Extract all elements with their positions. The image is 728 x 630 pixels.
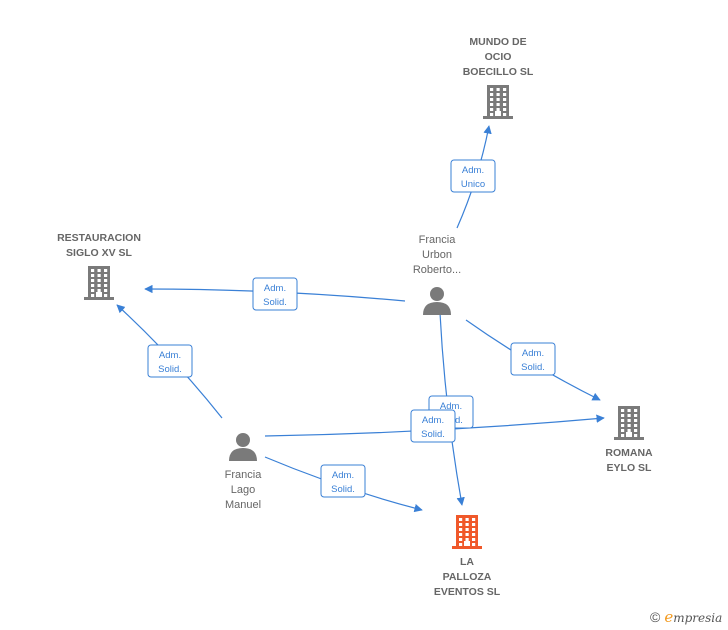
- edge-label-francia_lago-to-lapalloza[interactable]: Adm. Solid.: [320, 464, 366, 498]
- node-label-line: EVENTOS SL: [434, 586, 501, 598]
- edge-label-box: [450, 159, 496, 193]
- edge-label-text: Adm.: [422, 415, 444, 426]
- building-icon: [452, 515, 482, 549]
- edge-label-text: Solid.: [331, 484, 355, 495]
- copyright-symbol: ©: [650, 609, 661, 625]
- node-lapalloza[interactable]: LA PALLOZA EVENTOS SL: [434, 515, 501, 598]
- person-icon: [423, 287, 451, 315]
- building-icon: [614, 406, 644, 440]
- edge-label-text: Adm.: [522, 348, 544, 359]
- building-icon: [84, 266, 114, 300]
- edge-label-text: Adm.: [440, 401, 462, 412]
- brand-initial: e: [664, 608, 674, 626]
- brand-logo[interactable]: empresia: [664, 608, 722, 626]
- edge-label-francia_lago-to-restauracion[interactable]: Adm. Solid.: [147, 344, 193, 378]
- footer-brand: © empresia: [650, 608, 722, 626]
- node-label-line: LA: [460, 556, 474, 568]
- node-label-line: BOECILLO SL: [463, 66, 534, 78]
- node-label-line: ROMANA: [605, 447, 653, 459]
- edge-label-text: Unico: [461, 179, 485, 190]
- node-label-line: Manuel: [225, 499, 261, 511]
- edge-label-francia_urbon-to-restauracion[interactable]: Adm. Solid.: [252, 277, 298, 311]
- node-label-line: OCIO: [485, 51, 512, 63]
- edge-label-box: [510, 342, 556, 376]
- edge-label-text: Solid.: [421, 429, 445, 440]
- node-label-line: Francia: [419, 234, 457, 246]
- node-francia_urbon[interactable]: FranciaUrbonRoberto...: [413, 234, 461, 315]
- node-label-line: SIGLO XV SL: [66, 247, 133, 259]
- edge-label-text: Adm.: [462, 165, 484, 176]
- edge-label-francia_lago-to-romana[interactable]: Adm. Solid.: [410, 409, 456, 443]
- person-icon: [229, 433, 257, 461]
- building-icon: [483, 85, 513, 119]
- edge-labels-layer: Adm.UnicoAdm.Solid.Adm.Solid.Adm.Solid.A…: [147, 159, 556, 498]
- node-label-line: MUNDO DE: [469, 36, 526, 48]
- node-label-line: Lago: [231, 484, 255, 496]
- node-label-line: Roberto...: [413, 264, 461, 276]
- nodes-layer: MUNDO DE OCIO BOECILLO SL RESTAURACION SIGLO…: [57, 36, 653, 598]
- node-label-line: Francia: [225, 469, 263, 481]
- edge-label-francia_urbon-to-romana[interactable]: Adm. Solid.: [510, 342, 556, 376]
- edge-label-text: Adm.: [159, 350, 181, 361]
- edge-label-box: [410, 409, 456, 443]
- edge-label-text: Solid.: [263, 297, 287, 308]
- node-label-line: RESTAURACION: [57, 232, 141, 244]
- edges-layer: [116, 125, 605, 513]
- edge-label-francia_urbon-to-mundo[interactable]: Adm. Unico: [450, 159, 496, 193]
- node-label-line: PALLOZA: [443, 571, 492, 583]
- node-label-line: EYLO SL: [607, 462, 653, 474]
- edge-label-text: Adm.: [264, 283, 286, 294]
- node-mundo[interactable]: MUNDO DE OCIO BOECILLO SL: [463, 36, 534, 119]
- node-restauracion[interactable]: RESTAURACION SIGLO XV SL: [57, 232, 141, 300]
- edge-label-text: Adm.: [332, 470, 354, 481]
- edge-label-box: [147, 344, 193, 378]
- edge-label-box: [252, 277, 298, 311]
- node-romana[interactable]: ROMANA EYLO SL: [605, 406, 653, 474]
- edge-label-box: [320, 464, 366, 498]
- edge-label-text: Solid.: [521, 362, 545, 373]
- edge-label-text: Solid.: [158, 364, 182, 375]
- node-label-line: Urbon: [422, 249, 452, 261]
- brand-name: mpresia: [673, 611, 723, 625]
